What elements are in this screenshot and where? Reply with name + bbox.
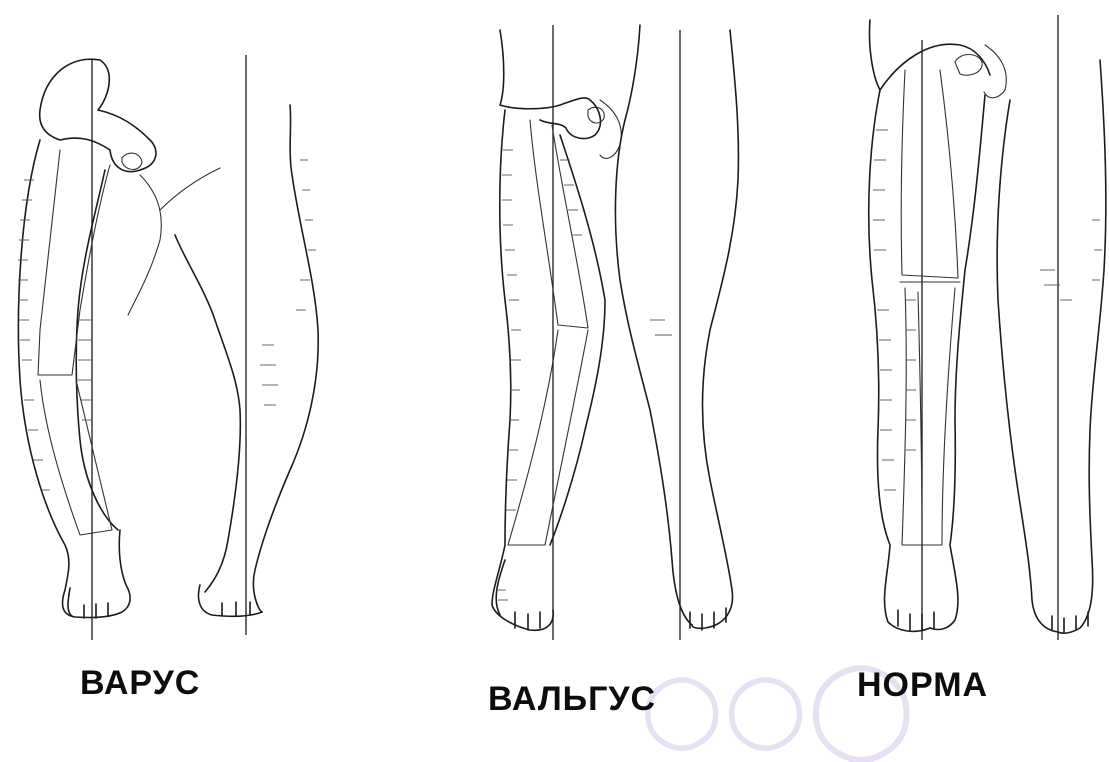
varus-left-foot bbox=[68, 588, 108, 618]
norm-pelvis-right bbox=[984, 45, 1006, 98]
varus-left-leg-outer bbox=[18, 140, 130, 617]
valgus-shading bbox=[496, 150, 672, 600]
valgus-tibia bbox=[508, 330, 588, 545]
valgus-left-foot bbox=[496, 560, 540, 630]
norm-right-leg-outer bbox=[997, 100, 1058, 632]
varus-shading bbox=[18, 160, 316, 490]
valgus-left-leg-outer bbox=[492, 110, 553, 630]
norm-femur bbox=[901, 70, 958, 278]
leg-alignment-figure bbox=[0, 0, 1109, 718]
norm-left-leg-inner bbox=[930, 95, 985, 629]
varus-hip-socket bbox=[122, 153, 142, 169]
valgus-hip-socket bbox=[588, 107, 604, 123]
caption-varus: ВАРУС bbox=[80, 664, 200, 703]
varus-tibia bbox=[40, 380, 112, 535]
caption-norm: НОРМА bbox=[857, 666, 988, 705]
varus-inner-thigh bbox=[128, 175, 161, 315]
valgus-right-leg-far bbox=[692, 30, 738, 628]
valgus-pelvis-right bbox=[600, 100, 621, 158]
norm-right-leg-far bbox=[1058, 60, 1106, 633]
varus-right-leg-inner bbox=[175, 235, 240, 592]
varus-panel bbox=[18, 55, 318, 640]
varus-femur bbox=[38, 150, 110, 375]
norm-panel bbox=[869, 15, 1106, 640]
norm-shading bbox=[873, 130, 1102, 490]
varus-right-thigh-top bbox=[160, 168, 220, 210]
norm-left-foot bbox=[898, 610, 934, 630]
varus-pelvis bbox=[40, 59, 156, 171]
norm-tibia bbox=[902, 288, 955, 545]
valgus-panel bbox=[492, 25, 738, 640]
norm-hip-socket bbox=[955, 55, 982, 76]
valgus-left-leg-inner bbox=[550, 135, 605, 545]
varus-right-foot bbox=[199, 585, 263, 616]
valgus-pelvis bbox=[500, 30, 600, 139]
valgus-femur bbox=[530, 120, 588, 328]
norm-left-leg-outer bbox=[869, 90, 930, 631]
caption-valgus: ВАЛЬГУС bbox=[488, 680, 656, 719]
varus-left-leg-inner bbox=[76, 170, 118, 530]
varus-right-leg-outer bbox=[253, 105, 318, 612]
